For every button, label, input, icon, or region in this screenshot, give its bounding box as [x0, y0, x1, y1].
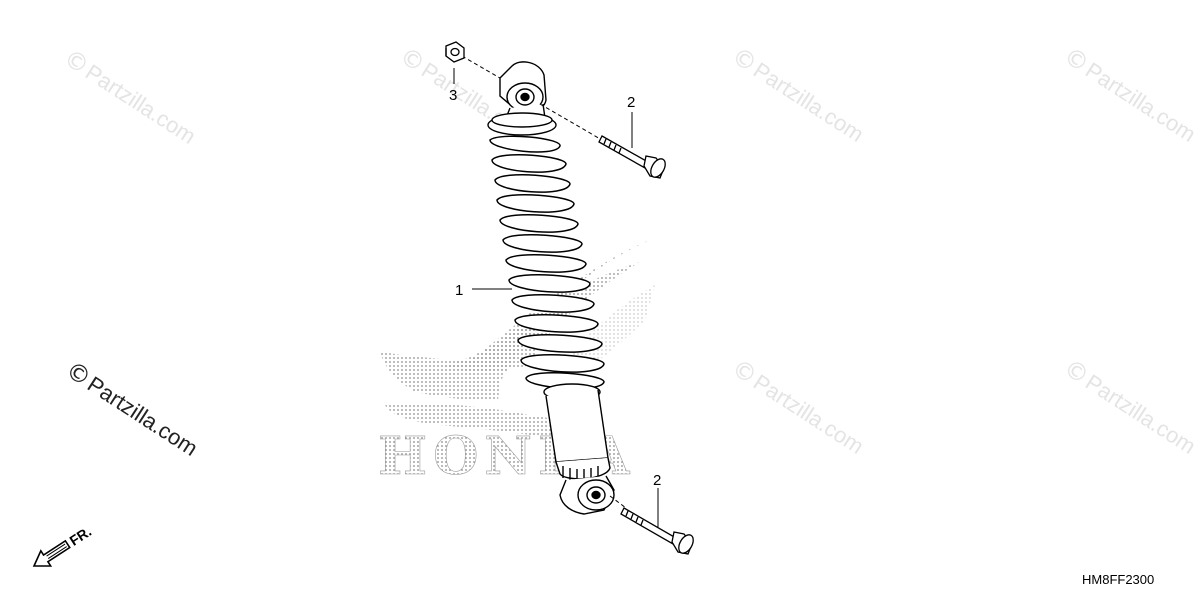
- lower-mounting-bolt[interactable]: [609, 495, 696, 556]
- upper-mounting-bolt[interactable]: [539, 103, 668, 180]
- watermark-text: Partzilla.com: [749, 57, 868, 147]
- watermark-4: © Partzilla.com: [1059, 42, 1200, 147]
- watermark-text: Partzilla.com: [749, 369, 868, 459]
- watermark-text: Partzilla.com: [81, 59, 200, 149]
- shock-absorber[interactable]: [487, 61, 615, 515]
- flange-nut[interactable]: [445, 41, 501, 79]
- wing-lower: [385, 403, 560, 440]
- watermark-text: Partzilla.com: [1081, 57, 1200, 147]
- front-direction-indicator: FR.: [32, 523, 95, 567]
- upper-spring-seat: [487, 112, 557, 136]
- watermark-5: © Partzilla.com: [727, 354, 869, 459]
- callout-shock-absorber[interactable]: 1: [455, 282, 463, 299]
- callout-lower-bolt[interactable]: 2: [653, 472, 661, 489]
- diagram-code: HM8FF2300: [1082, 572, 1154, 587]
- damper-body: [543, 383, 611, 480]
- watermark-dark: © Partzilla.com: [61, 356, 203, 461]
- callout-leaders: [453, 68, 659, 527]
- watermark-3: © Partzilla.com: [727, 42, 869, 147]
- front-label: FR.: [67, 523, 95, 549]
- watermark-1: © Partzilla.com: [59, 44, 201, 149]
- wing-feather-3: [565, 285, 655, 380]
- callout-nut[interactable]: 3: [449, 87, 457, 104]
- callout-upper-bolt[interactable]: 2: [627, 94, 635, 111]
- watermark-text: Partzilla.com: [83, 371, 202, 461]
- watermark-6: © Partzilla.com: [1059, 354, 1200, 459]
- watermark-text: Partzilla.com: [1081, 369, 1200, 459]
- front-arrow-icon: [32, 539, 71, 567]
- lower-mount-eye: [559, 475, 615, 515]
